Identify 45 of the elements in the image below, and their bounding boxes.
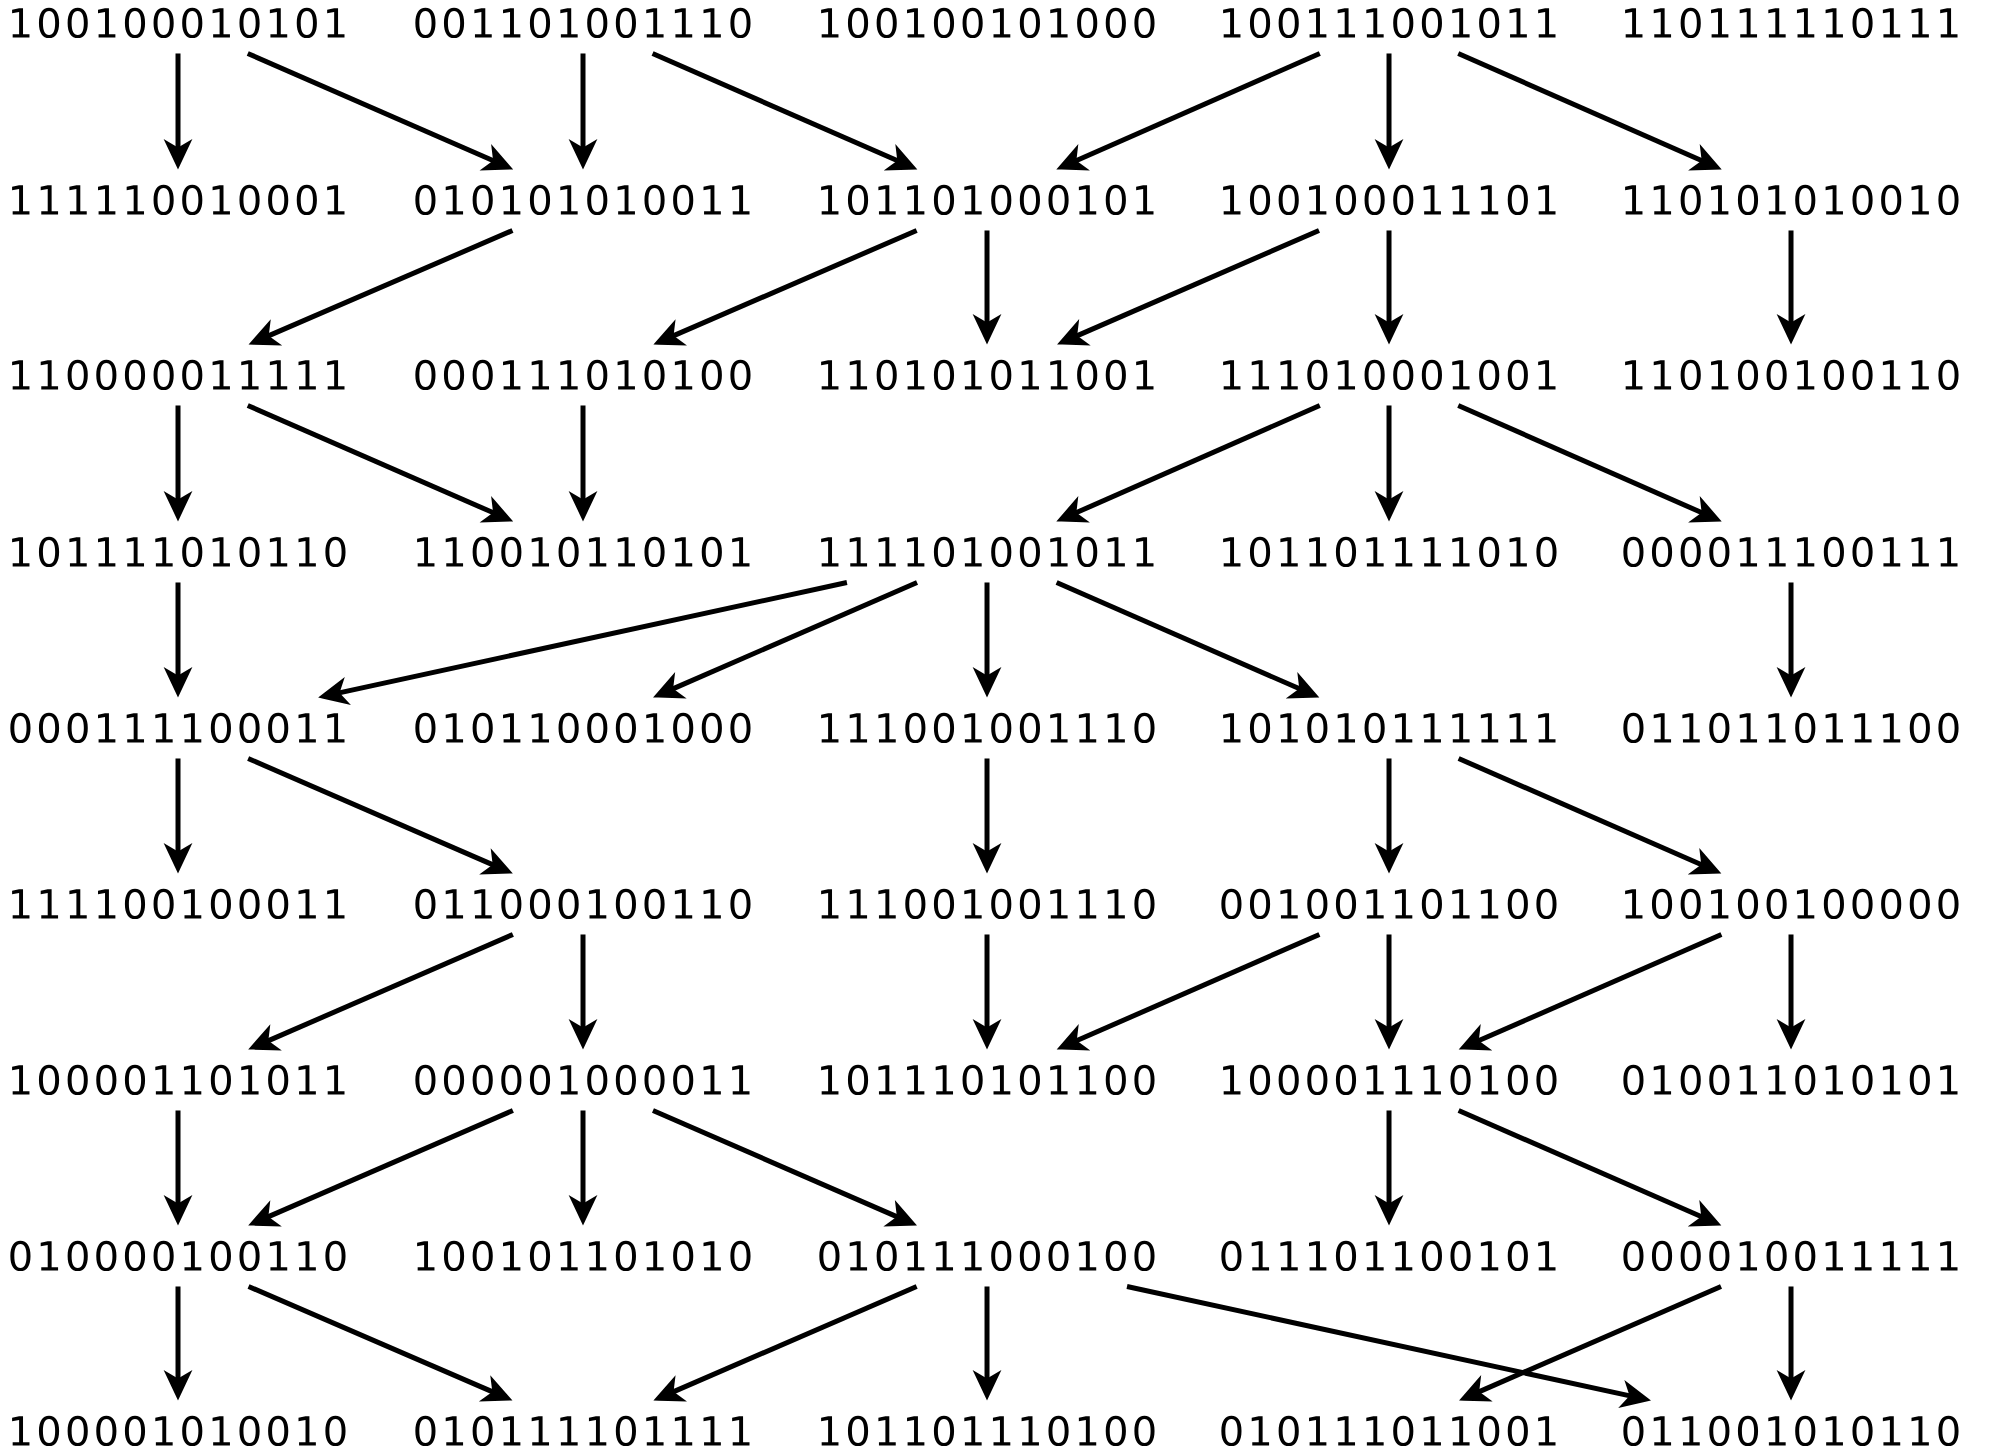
binary-string: 111010001001 xyxy=(1223,359,1556,391)
binary-string: 100001010010 xyxy=(12,1415,346,1447)
binary-string: 110101010010 xyxy=(1625,184,1959,216)
binary-string: 111001001110 xyxy=(821,888,1155,920)
binary-string: 010111011001 xyxy=(1221,1415,1556,1447)
binary-string: 100001101011 xyxy=(12,1064,345,1096)
binary-string: 011001010110 xyxy=(1623,1415,1959,1447)
binary-string: 000111010100 xyxy=(415,359,751,391)
binary-string: 110000011111 xyxy=(12,359,345,391)
binary-string: 101110101100 xyxy=(821,1064,1155,1096)
binary-string: 101111010110 xyxy=(12,536,346,568)
binary-string: 011000100110 xyxy=(415,888,751,920)
binary-string: 010101010011 xyxy=(415,184,750,216)
binary-string: 100101101010 xyxy=(417,1240,751,1272)
binary-string: 001101001110 xyxy=(415,7,751,39)
binary-string: 100111001011 xyxy=(1223,7,1556,39)
binary-string: 000011100111 xyxy=(1623,536,1958,568)
binary-string: 000001000011 xyxy=(415,1064,750,1096)
binary-string: 100001110100 xyxy=(1223,1064,1557,1096)
binary-string: 111110010001 xyxy=(12,184,345,216)
binary-string: 010000100110 xyxy=(10,1240,346,1272)
binary-string: 100100101000 xyxy=(821,7,1155,39)
binary-string: 010111101111 xyxy=(415,1415,750,1447)
binary-string: 101101000101 xyxy=(821,184,1154,216)
binary-string: 101010111111 xyxy=(1223,712,1556,744)
binary-string: 111001001110 xyxy=(821,712,1155,744)
binary-string: 011101100101 xyxy=(1221,1240,1556,1272)
binary-string: 111101001011 xyxy=(821,536,1154,568)
binary-string: 000010011111 xyxy=(1623,1240,1958,1272)
binary-string: 011011011100 xyxy=(1623,712,1959,744)
binary-string: 110101011001 xyxy=(821,359,1154,391)
binary-string: 101101111010 xyxy=(1223,536,1557,568)
binary-string: 111100100011 xyxy=(12,888,345,920)
binary-string: 110010110101 xyxy=(417,536,750,568)
binary-string: 100100011101 xyxy=(1223,184,1556,216)
binary-string: 000111100011 xyxy=(10,712,345,744)
binary-string: 001001101100 xyxy=(1221,888,1557,920)
binary-string: 100100100000 xyxy=(1625,888,1959,920)
binary-string: 010111000100 xyxy=(819,1240,1155,1272)
binary-string: 110100100110 xyxy=(1625,359,1959,391)
binary-string: 110111110111 xyxy=(1625,7,1958,39)
binary-string: 100100010101 xyxy=(12,7,345,39)
binary-string: 101101110100 xyxy=(821,1415,1155,1447)
binary-string: 010110001000 xyxy=(415,712,751,744)
binary-string: 010011010101 xyxy=(1623,1064,1958,1096)
